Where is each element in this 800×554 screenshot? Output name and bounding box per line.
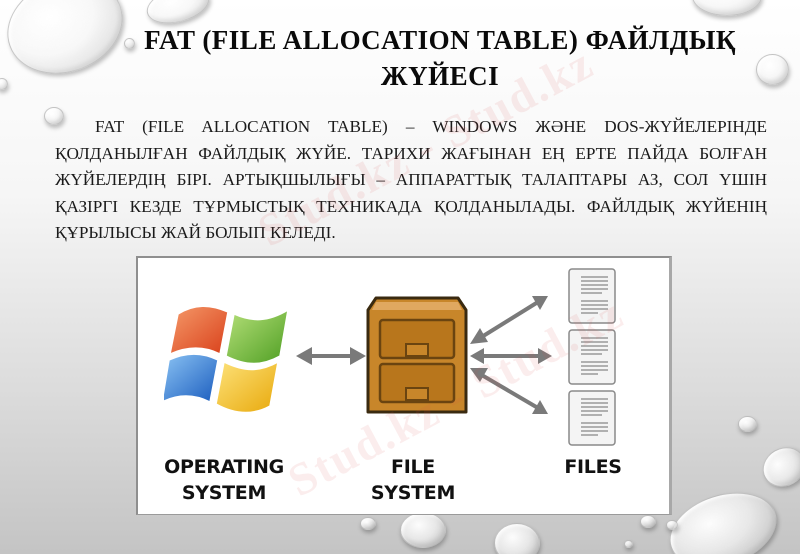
double-arrow-icon [296,347,366,365]
label-line: FILE [391,456,435,478]
water-drop-decoration [44,107,64,125]
water-drop-decoration [738,416,757,432]
label-line: SYSTEM [181,482,267,504]
label-line: FILES [564,456,622,478]
label-file-system: FILE SYSTEM [358,454,468,506]
document-icon [568,390,616,446]
water-drop-decoration [124,38,135,49]
label-operating-system: OPERATING SYSTEM [156,454,292,506]
title-line-2: ЖҮЙЕСІ [380,61,500,91]
label-files: FILES [548,454,638,480]
double-arrow-icon [470,296,552,414]
water-drop-decoration [755,439,800,495]
label-line: SYSTEM [370,482,456,504]
body-paragraph: FAT (FILE ALLOCATION TABLE) – WINDOWS ЖӘ… [55,117,767,242]
fat-diagram-image: OPERATING SYSTEM FILE SYSTEM FILES [136,256,672,515]
water-drop-decoration [624,540,633,548]
windows-logo-icon [164,305,290,414]
document-icon [568,329,616,385]
slide-title: FAT (FILE ALLOCATION TABLE) ФАЙЛДЫҚ ЖҮЙЕ… [100,22,780,94]
water-drop-decoration [400,512,446,548]
water-drop-decoration [640,515,656,528]
water-drop-decoration [494,523,540,554]
water-drop-decoration [0,78,8,90]
file-cabinet-icon [366,296,468,414]
water-drop-decoration [756,54,789,85]
label-line: OPERATING [164,456,284,478]
document-icon [568,268,616,324]
water-drop-decoration [659,479,787,554]
water-drop-decoration [360,517,376,530]
water-drop-decoration [692,0,762,16]
title-line-1: FAT (FILE ALLOCATION TABLE) ФАЙЛДЫҚ [144,25,736,55]
water-drop-decoration [666,520,678,530]
